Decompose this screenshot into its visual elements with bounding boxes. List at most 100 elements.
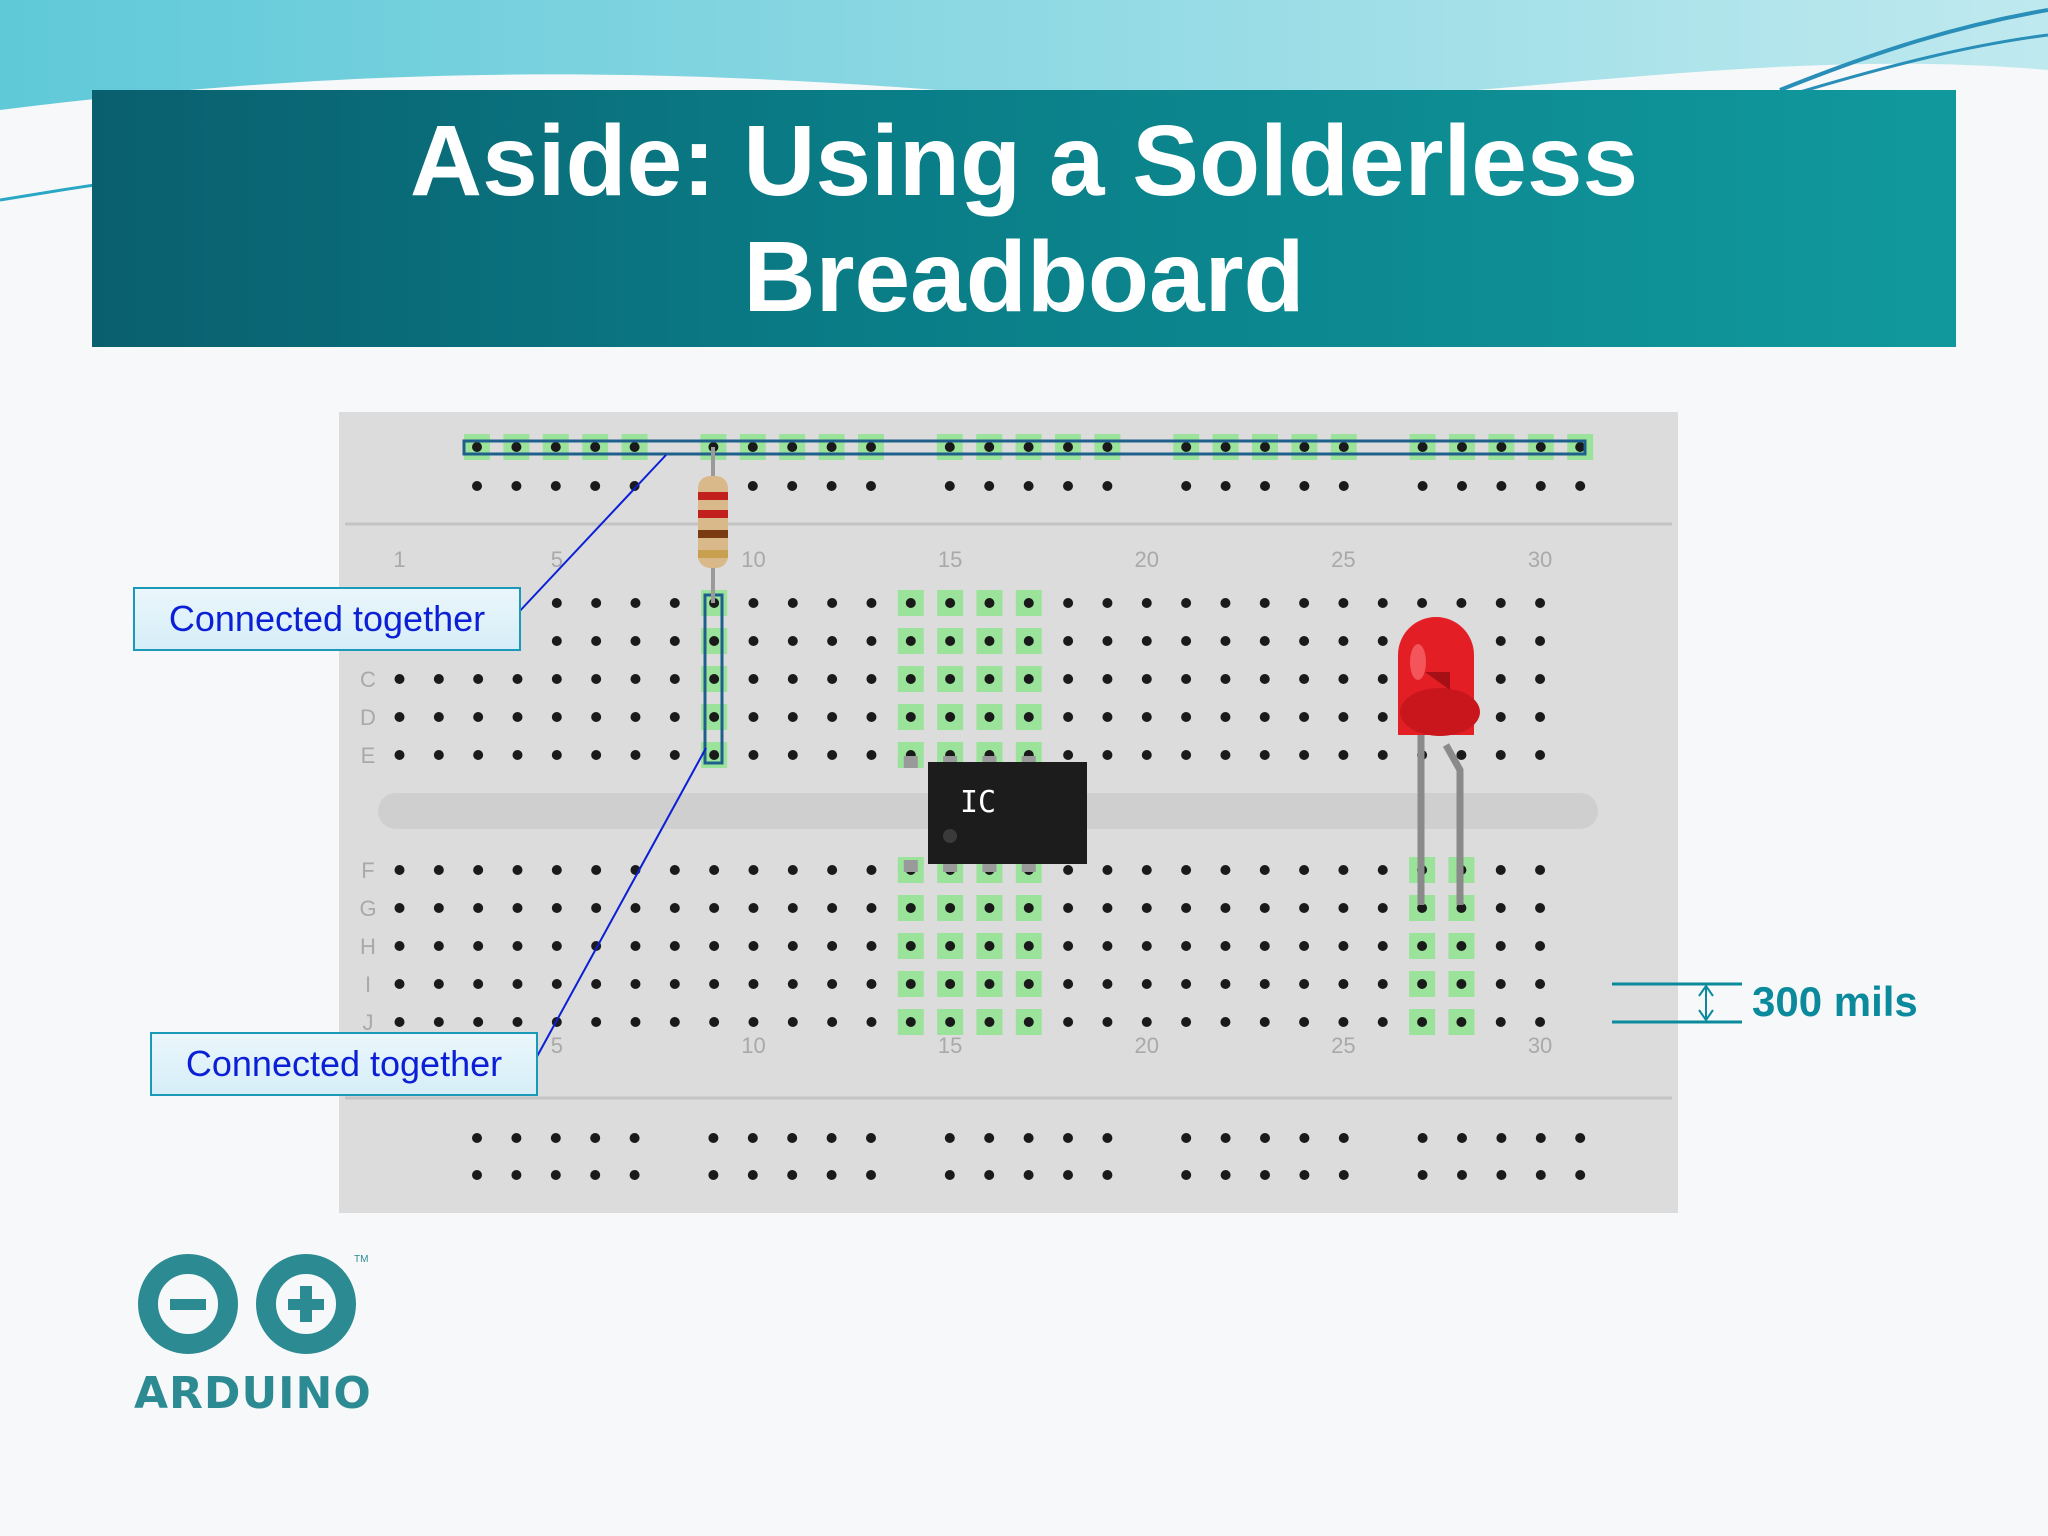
breadboard-hole: [591, 750, 602, 760]
breadboard-hole: [1102, 481, 1113, 491]
breadboard-hole: [748, 865, 759, 875]
breadboard-hole: [1023, 712, 1034, 722]
breadboard-hole: [1220, 1133, 1231, 1143]
breadboard-hole: [551, 941, 562, 951]
breadboard-hole: [1495, 865, 1506, 875]
breadboard-hole: [1457, 442, 1467, 452]
breadboard-hole: [1417, 1170, 1428, 1180]
breadboard-hole: [1181, 481, 1192, 491]
breadboard-hole: [1456, 941, 1467, 951]
breadboard-hole: [1338, 598, 1349, 608]
breadboard-hole: [1299, 598, 1310, 608]
breadboard-hole: [1141, 750, 1152, 760]
breadboard-hole: [1417, 1133, 1428, 1143]
breadboard-hole: [827, 674, 838, 684]
breadboard-hole: [1063, 979, 1074, 989]
breadboard-hole: [1063, 674, 1074, 684]
breadboard-hole: [1181, 941, 1192, 951]
breadboard-hole: [748, 750, 759, 760]
breadboard-hole: [1181, 1017, 1192, 1027]
breadboard-hole: [787, 442, 798, 452]
breadboard-hole: [826, 1133, 837, 1143]
led-lead: [1442, 743, 1464, 905]
led-rim: [1400, 688, 1480, 736]
breadboard-hole: [1495, 636, 1506, 646]
breadboard-hole: [1063, 941, 1074, 951]
breadboard-hole: [394, 903, 405, 913]
breadboard-hole: [591, 598, 602, 608]
breadboard-hole: [945, 1017, 956, 1027]
breadboard-hole: [1535, 1170, 1546, 1180]
breadboard-hole: [945, 598, 956, 608]
breadboard-hole: [1338, 636, 1349, 646]
breadboard-hole: [1495, 941, 1506, 951]
breadboard-hole: [630, 636, 641, 646]
breadboard-hole: [1063, 442, 1073, 452]
breadboard-hole: [1535, 481, 1546, 491]
breadboard-hole: [748, 674, 759, 684]
breadboard-hole: [1338, 674, 1349, 684]
breadboard-hole: [1299, 674, 1310, 684]
breadboard-hole: [1535, 674, 1546, 684]
breadboard-hole: [590, 1170, 601, 1180]
breadboard-hole: [1220, 598, 1231, 608]
breadboard-hole: [1299, 1170, 1310, 1180]
breadboard-hole: [1417, 941, 1428, 951]
breadboard-hole: [1535, 1133, 1546, 1143]
breadboard-hole: [511, 1170, 522, 1180]
breadboard-hole: [748, 636, 759, 646]
breadboard-hole: [945, 903, 956, 913]
breadboard-hole: [984, 1017, 995, 1027]
breadboard-hole: [866, 712, 877, 722]
breadboard-hole: [748, 1017, 759, 1027]
breadboard-hole: [1141, 903, 1152, 913]
row-letter-label: C: [360, 667, 376, 692]
breadboard-hole: [1220, 481, 1231, 491]
breadboard-hole: [1220, 865, 1231, 875]
breadboard-hole: [1495, 903, 1506, 913]
breadboard-hole: [709, 636, 720, 646]
breadboard-hole: [669, 636, 680, 646]
breadboard-hole: [1023, 903, 1034, 913]
breadboard-hole: [787, 903, 798, 913]
breadboard-hole: [1181, 442, 1192, 452]
row-letter-label: J: [363, 1010, 374, 1035]
breadboard-hole: [1063, 481, 1073, 491]
breadboard-hole: [512, 865, 523, 875]
breadboard-hole: [630, 941, 641, 951]
breadboard-hole: [708, 1170, 719, 1180]
breadboard-hole: [1102, 750, 1113, 760]
dimension-arrowhead: [1698, 1009, 1714, 1022]
breadboard-hole: [1495, 750, 1506, 760]
breadboard-hole: [827, 979, 838, 989]
breadboard-hole: [984, 903, 995, 913]
breadboard-hole: [866, 1017, 877, 1027]
breadboard-hole: [1141, 1017, 1152, 1027]
breadboard-hole: [512, 903, 523, 913]
breadboard-hole: [905, 598, 916, 608]
breadboard-hole: [669, 979, 680, 989]
breadboard-hole: [747, 481, 758, 491]
breadboard-hole: [1535, 750, 1546, 760]
breadboard-hole: [591, 865, 602, 875]
breadboard-hole: [1181, 636, 1192, 646]
breadboard-hole: [550, 442, 561, 452]
breadboard-hole: [1575, 481, 1586, 491]
breadboard-hole: [472, 481, 482, 491]
breadboard-hole: [1417, 979, 1428, 989]
breadboard-hole: [551, 598, 562, 608]
breadboard-hole: [1259, 865, 1270, 875]
breadboard-hole: [433, 712, 444, 722]
breadboard-hole: [1338, 750, 1349, 760]
breadboard-hole: [1456, 903, 1467, 913]
breadboard-hole: [591, 979, 602, 989]
breadboard-hole: [1495, 674, 1506, 684]
breadboard-hole: [1259, 903, 1270, 913]
breadboard-hole: [511, 481, 522, 491]
breadboard-hole: [512, 674, 523, 684]
breadboard-hole: [984, 1133, 995, 1143]
breadboard-hole: [866, 1170, 876, 1180]
title-banner: Aside: Using a Solderless Breadboard: [92, 90, 1956, 347]
breadboard-hole: [433, 1017, 444, 1027]
breadboard-hole: [512, 1017, 523, 1027]
